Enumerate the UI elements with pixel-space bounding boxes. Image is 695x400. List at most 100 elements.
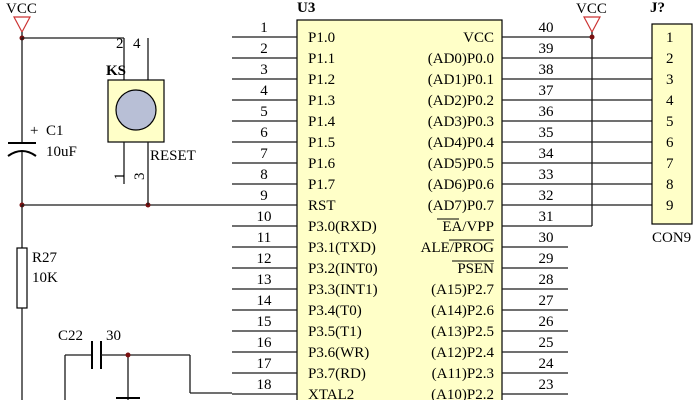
pin-num-7: 7	[260, 146, 268, 162]
c22-value: 30	[106, 328, 121, 344]
connector-name: CON9	[652, 230, 691, 246]
pin-name-40: VCC	[463, 30, 494, 46]
vcc-right-label: VCC	[576, 1, 607, 17]
ks-label: RESET	[150, 148, 196, 164]
pin-num-6: 6	[260, 125, 268, 141]
c1-value: 10uF	[46, 144, 77, 160]
pin-num-35: 35	[539, 125, 554, 141]
c22-ref: C22	[58, 328, 83, 344]
pin-num-23: 23	[539, 377, 554, 393]
r27-body	[16, 247, 28, 309]
pin-num-8: 8	[260, 167, 268, 183]
pin-num-18: 18	[257, 377, 272, 393]
pin-num-9: 9	[260, 188, 268, 204]
pin-num-17: 17	[257, 356, 273, 372]
pin-name-39: (AD0)P0.0	[428, 51, 494, 67]
ks-pin-2: 2	[116, 36, 124, 52]
pin-name-28: (A15)P2.7	[431, 282, 494, 298]
pin-name-13: P3.3(INT1)	[308, 282, 378, 298]
vcc-right-symbol	[583, 16, 601, 34]
pin-num-3: 3	[260, 62, 268, 78]
connector-pin-8: 8	[666, 177, 674, 193]
connector-pin-1: 1	[666, 30, 674, 46]
pin-name-14: P3.4(T0)	[308, 303, 362, 319]
pin-name-12: P3.2(INT0)	[308, 261, 378, 277]
pin-num-30: 30	[539, 230, 554, 246]
r27-value: 10K	[32, 270, 58, 286]
pin-name-16: P3.6(WR)	[308, 345, 369, 361]
pin-num-16: 16	[257, 335, 273, 351]
pin-num-39: 39	[539, 41, 554, 57]
connector-pin-4: 4	[666, 93, 674, 109]
pin-num-1: 1	[260, 20, 268, 36]
pin-num-25: 25	[539, 335, 554, 351]
vcc-left-symbol	[13, 16, 31, 34]
pin-name-5: P1.4	[308, 114, 336, 130]
c1-plate-neg	[7, 150, 37, 157]
pin-num-10: 10	[257, 209, 272, 225]
pin-num-14: 14	[257, 293, 273, 309]
pin-name-35: (AD4)P0.4	[428, 135, 495, 151]
pin-name-15: P3.5(T1)	[308, 324, 362, 340]
pin-num-15: 15	[257, 314, 272, 330]
junction-c22	[125, 352, 131, 358]
pin-name-37: (AD2)P0.2	[428, 93, 494, 109]
pin-name-3: P1.2	[308, 72, 335, 88]
pin-num-28: 28	[539, 272, 554, 288]
pin-name-36: (AD3)P0.3	[428, 114, 494, 130]
pin-name-29: PSEN	[457, 261, 494, 277]
r27-ref: R27	[32, 250, 58, 266]
pin-name-10: P3.0(RXD)	[308, 219, 377, 235]
pin-num-27: 27	[539, 293, 555, 309]
connector-pin-3: 3	[666, 72, 674, 88]
pin-num-2: 2	[260, 41, 268, 57]
ks-button-icon	[115, 89, 157, 131]
pin-num-37: 37	[539, 83, 555, 99]
connector-ref: J?	[650, 0, 665, 16]
pin-name-9: RST	[308, 198, 336, 214]
pin-name-30: ALE/PROG	[421, 240, 495, 256]
pin-name-8: P1.7	[308, 177, 336, 193]
pin-name-18: XTAL2	[308, 387, 354, 400]
pin-name-1: P1.0	[308, 30, 335, 46]
pin-num-13: 13	[257, 272, 272, 288]
u3-left-pins: 1P1.02P1.13P1.24P1.35P1.46P1.57P1.68P1.7…	[232, 20, 378, 400]
connector-pin-5: 5	[666, 114, 674, 130]
pin-name-17: P3.7(RD)	[308, 366, 366, 382]
pin-name-25: (A12)P2.4	[431, 345, 494, 361]
connector-pin-9: 9	[666, 198, 674, 214]
pin-name-23: (A10)P2.2	[431, 387, 494, 400]
pin-name-32: (AD7)P0.7	[428, 198, 495, 214]
pin-name-4: P1.3	[308, 93, 335, 109]
pin-num-34: 34	[539, 146, 555, 162]
pin-num-40: 40	[539, 20, 554, 36]
pin-name-34: (AD5)P0.5	[428, 156, 494, 172]
ks-pin-1: 1	[112, 173, 128, 181]
pin-num-29: 29	[539, 251, 554, 267]
pin-num-26: 26	[539, 314, 555, 330]
pin-name-27: (A14)P2.6	[431, 303, 494, 319]
connector-pin-7: 7	[666, 156, 674, 172]
pin-name-6: P1.5	[308, 135, 335, 151]
pin-name-24: (A11)P2.3	[432, 366, 494, 382]
pin-name-33: (AD6)P0.6	[428, 177, 495, 193]
u3-body	[296, 19, 503, 400]
ks-ref: KS	[106, 63, 126, 79]
pin-num-11: 11	[257, 230, 271, 246]
pin-name-7: P1.6	[308, 156, 336, 172]
pin-num-5: 5	[260, 104, 268, 120]
ks-pin-3: 3	[132, 173, 148, 181]
pin-num-31: 31	[539, 209, 554, 225]
vcc-left-label: VCC	[6, 1, 37, 17]
junction-vcc-right	[589, 34, 595, 40]
pin-num-12: 12	[257, 251, 272, 267]
pin-name-26: (A13)P2.5	[431, 324, 494, 340]
pin-name-31: EA/VPP	[442, 219, 494, 235]
pin-num-36: 36	[539, 104, 555, 120]
pin-name-2: P1.1	[308, 51, 335, 67]
pin-num-32: 32	[539, 188, 554, 204]
pin-name-38: (AD1)P0.1	[428, 72, 494, 88]
